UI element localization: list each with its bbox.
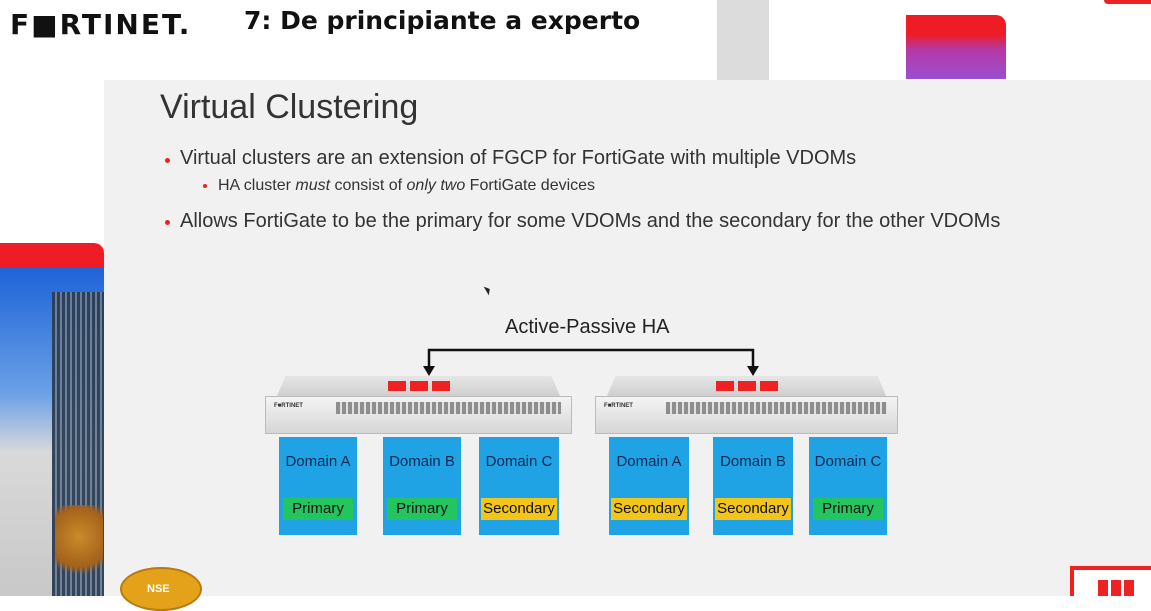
- domain-name: Domain A: [616, 453, 682, 470]
- bullet-1: Virtual clusters are an extension of FGC…: [180, 147, 857, 169]
- diagram-label: Active-Passive HA: [505, 316, 670, 338]
- bullet-dot: [165, 220, 170, 225]
- decorative-red-tab: [1104, 0, 1151, 4]
- decorative-gray-block: [717, 0, 769, 80]
- bullet-dot: [203, 184, 207, 188]
- domain-name: Domain C: [814, 453, 882, 470]
- role-badge: Primary: [283, 498, 353, 520]
- fortinet-logo: F■RTINET.: [10, 8, 192, 41]
- role-badge: Secondary: [481, 498, 557, 520]
- domain-box: Domain C Primary: [809, 437, 887, 535]
- role-badge: Secondary: [715, 498, 791, 520]
- role-badge: Primary: [813, 498, 883, 520]
- port-panel: [336, 402, 561, 414]
- domain-name: Domain A: [285, 453, 351, 470]
- ha-link-arrow: [423, 348, 759, 376]
- domain-name: Domain C: [485, 453, 553, 470]
- fortinet-mark-icon: [387, 381, 450, 391]
- domain-box: Domain B Secondary: [713, 437, 793, 535]
- domain-box: Domain A Secondary: [609, 437, 689, 535]
- course-title: 7: De principiante a experto: [244, 6, 641, 35]
- domain-name: Domain B: [389, 453, 455, 470]
- nse-badge-label: NSE: [147, 583, 170, 595]
- domain-box: Domain B Primary: [383, 437, 461, 535]
- decorative-gradient-block: [906, 15, 1006, 79]
- port-panel: [666, 402, 887, 414]
- tree-image: [55, 505, 103, 585]
- bullet-2: HA cluster must consist of only two Fort…: [218, 177, 596, 194]
- header: F■RTINET. 7: De principiante a experto: [0, 0, 1151, 80]
- device-brand: F■RTINET: [274, 403, 303, 409]
- domain-name: Domain B: [720, 453, 786, 470]
- role-badge: Primary: [387, 498, 457, 520]
- device-brand: F■RTINET: [604, 403, 633, 409]
- domain-box: Domain C Secondary: [479, 437, 559, 535]
- domain-box: Domain A Primary: [279, 437, 357, 535]
- fortinet-mark-icon: [1098, 580, 1134, 596]
- fortigate-device-1: F■RTINET: [265, 376, 572, 434]
- slide-title: Virtual Clustering: [160, 88, 419, 126]
- role-badge: Secondary: [611, 498, 687, 520]
- fortigate-device-2: F■RTINET: [595, 376, 898, 434]
- fortinet-mark-icon: [715, 381, 778, 391]
- bullet-dot: [165, 158, 170, 163]
- bullet-3: Allows FortiGate to be the primary for s…: [180, 210, 1001, 232]
